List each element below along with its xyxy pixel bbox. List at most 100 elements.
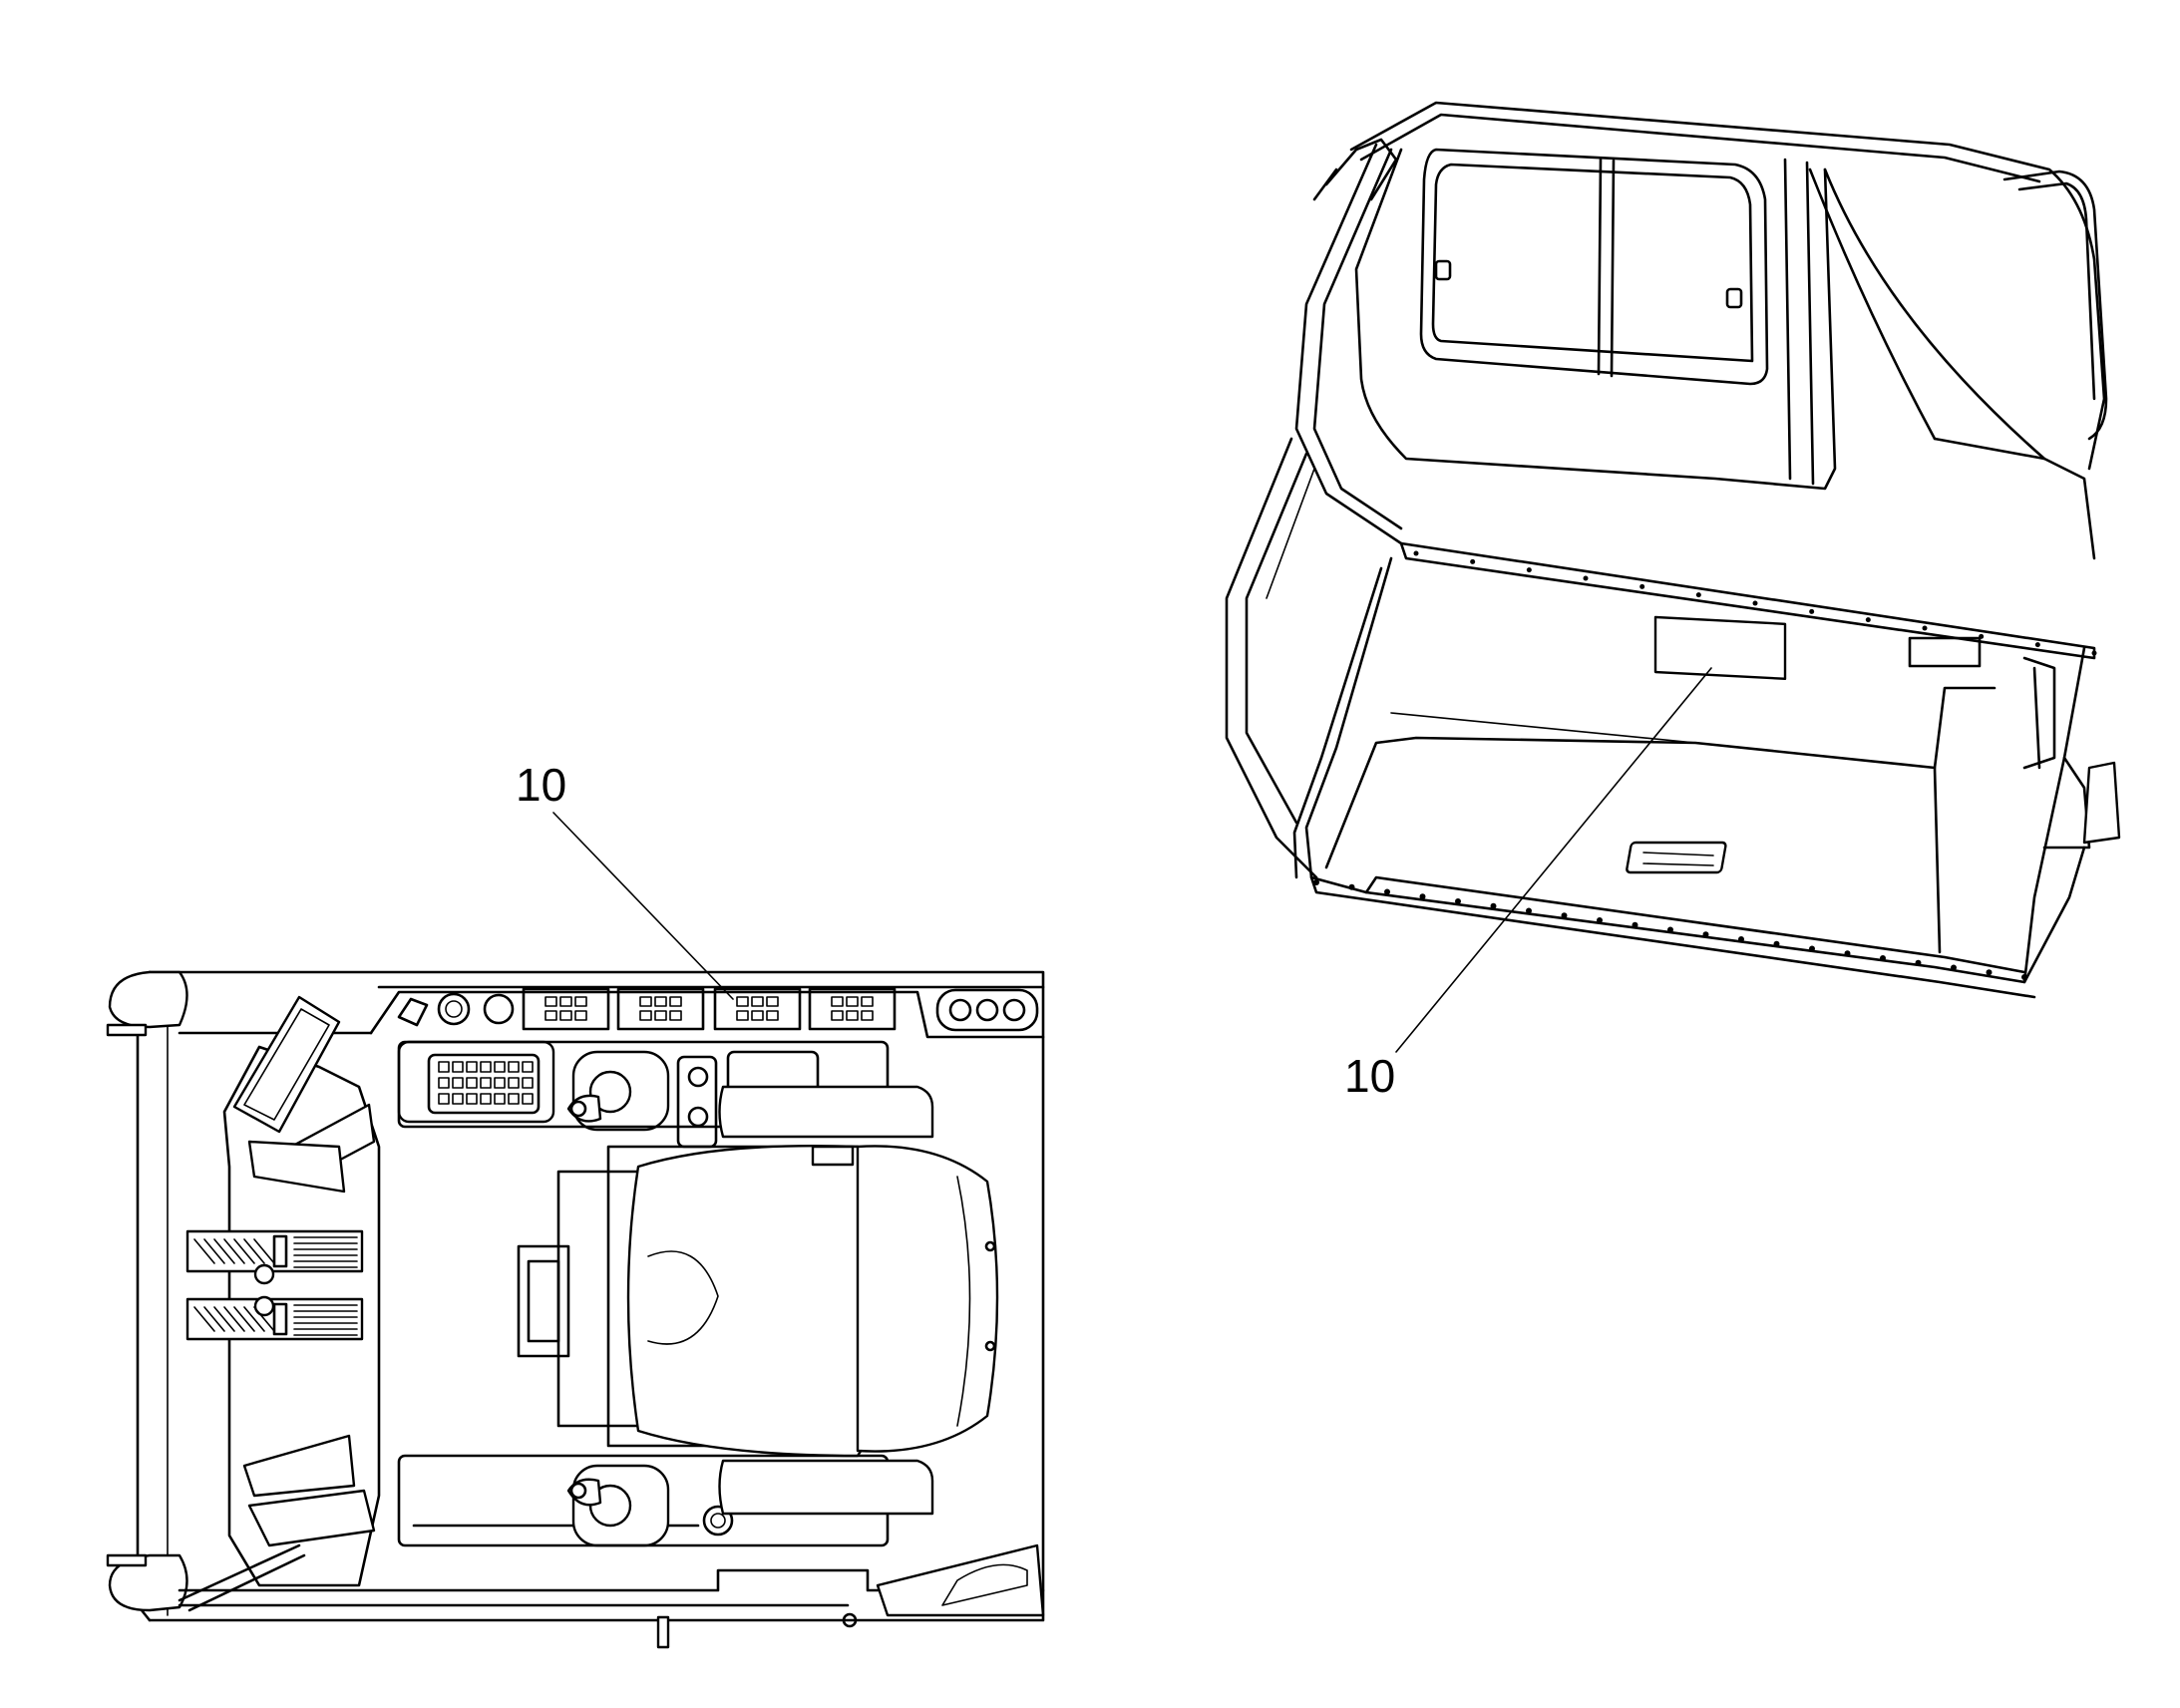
cab-isometric-view <box>1225 101 2121 999</box>
detail-mark <box>1490 902 1497 909</box>
detail-mark <box>522 1077 534 1089</box>
detail-mark <box>766 996 779 1007</box>
detail-mark <box>2091 650 2097 656</box>
callout-label-1: 10 <box>516 759 566 811</box>
detail-mark <box>452 1093 464 1105</box>
detail-mark <box>2034 642 2040 648</box>
cab-window <box>1419 148 1769 386</box>
detail-mark <box>861 1010 874 1021</box>
detail-mark <box>466 1093 478 1105</box>
detail-mark <box>1384 888 1390 895</box>
detail-mark <box>213 1238 235 1264</box>
keypad-buttons <box>438 1061 534 1105</box>
detail-mark <box>452 1061 464 1073</box>
detail-mark <box>545 1010 557 1021</box>
detail-mark <box>494 1061 506 1073</box>
detail-mark <box>223 1238 245 1264</box>
detail-mark <box>253 1306 275 1332</box>
detail-mark <box>193 1306 215 1332</box>
detail-mark <box>438 1061 450 1073</box>
detail-mark <box>1313 879 1319 885</box>
decal-plate <box>1653 615 1787 681</box>
detail-mark <box>545 996 557 1007</box>
detail-mark <box>1583 575 1589 581</box>
detail-mark <box>1667 926 1673 933</box>
detail-mark <box>2021 974 2027 980</box>
detail-mark <box>452 1077 464 1089</box>
right-joystick <box>566 1464 670 1547</box>
detail-mark <box>1470 558 1476 564</box>
detail-mark <box>639 996 652 1007</box>
detail-mark <box>522 1093 534 1105</box>
operator-seat <box>517 1145 999 1458</box>
detail-mark <box>522 1061 534 1073</box>
detail-mark <box>466 1077 478 1089</box>
detail-mark <box>1526 907 1532 914</box>
detail-mark <box>736 996 749 1007</box>
detail-mark <box>831 1010 844 1021</box>
detail-mark <box>1702 931 1709 938</box>
detail-mark <box>508 1093 520 1105</box>
detail-mark <box>1880 955 1886 961</box>
detail-mark <box>203 1238 225 1264</box>
detail-mark <box>480 1061 492 1073</box>
detail-mark <box>574 996 587 1007</box>
detail-mark <box>559 1010 572 1021</box>
detail-mark <box>1951 964 1957 971</box>
detail-mark <box>480 1093 492 1105</box>
cab-fasteners <box>1313 550 2097 980</box>
callout-1: 10 <box>516 759 734 1000</box>
detail-mark <box>1979 633 1985 639</box>
detail-mark <box>861 996 874 1007</box>
detail-mark <box>466 1061 478 1073</box>
detail-mark <box>233 1238 255 1264</box>
cab-floor-frame <box>1292 541 2096 999</box>
detail-mark <box>1809 945 1815 952</box>
detail-mark <box>253 1238 275 1264</box>
detail-mark <box>1773 940 1780 947</box>
detail-mark <box>559 996 572 1007</box>
detail-mark <box>751 1010 764 1021</box>
detail-mark <box>654 1010 667 1021</box>
detail-mark <box>846 1010 859 1021</box>
detail-mark <box>480 1077 492 1089</box>
switch-panel <box>522 987 1039 1032</box>
detail-mark <box>831 996 844 1007</box>
detail-mark <box>213 1306 235 1332</box>
detail-mark <box>233 1306 255 1332</box>
operator-station-top-view <box>106 970 1045 1649</box>
detail-mark <box>846 996 859 1007</box>
detail-mark <box>1738 936 1744 942</box>
detail-mark <box>508 1061 520 1073</box>
detail-mark <box>1526 567 1532 573</box>
detail-mark <box>751 996 764 1007</box>
detail-mark <box>1632 921 1638 928</box>
detail-mark <box>766 1010 779 1021</box>
detail-mark <box>736 1010 749 1021</box>
key-switch-icon <box>397 992 515 1027</box>
detail-mark <box>1752 600 1758 606</box>
detail-mark <box>223 1306 245 1332</box>
detail-mark <box>1419 893 1426 900</box>
detail-mark <box>438 1093 450 1105</box>
detail-mark <box>1348 883 1355 890</box>
detail-mark <box>494 1077 506 1089</box>
leader-line-2 <box>1395 667 1712 1053</box>
detail-mark <box>669 996 682 1007</box>
detail-mark <box>1844 950 1851 957</box>
detail-mark <box>1455 898 1461 904</box>
detail-mark <box>1597 917 1603 923</box>
monitor-display <box>232 995 341 1134</box>
detail-mark <box>193 1238 215 1264</box>
detail-mark <box>639 1010 652 1021</box>
right-armrest <box>718 1459 934 1516</box>
detail-mark <box>669 1010 682 1021</box>
pedal-tread <box>193 1236 358 1336</box>
detail-mark <box>1922 625 1928 631</box>
detail-mark <box>243 1238 265 1264</box>
detail-mark <box>1413 550 1419 556</box>
callout-2: 10 <box>1344 667 1712 1102</box>
callout-label-2: 10 <box>1344 1050 1395 1102</box>
leader-line-1 <box>552 812 734 1000</box>
